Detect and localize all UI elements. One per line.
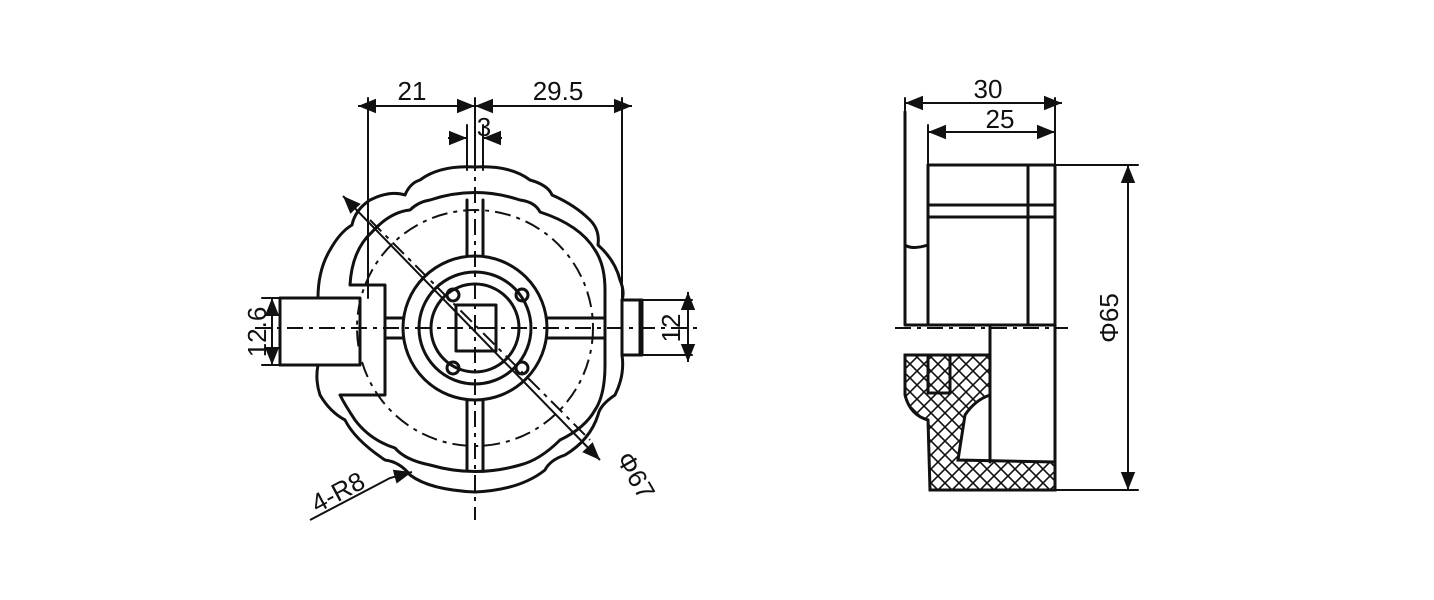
diagonal-centerline: [369, 219, 591, 441]
dim-label-12-6: 12.6: [242, 307, 272, 358]
dim-label-4-r8: 4-R8: [306, 466, 370, 519]
dim-label-3: 3: [477, 112, 491, 142]
dim-label-phi-67: Φ67: [610, 446, 661, 504]
diameter-leader: [342, 195, 601, 461]
dim-label-25: 25: [986, 104, 1015, 134]
dim-label-12: 12: [656, 314, 686, 343]
dim-label-30: 30: [974, 74, 1003, 104]
side-view: 30 25 Φ65: [895, 74, 1139, 492]
right-tab: [620, 298, 644, 357]
dim-label-phi-65: Φ65: [1094, 293, 1124, 343]
dim-label-21: 21: [398, 76, 427, 106]
left-tab: [278, 296, 362, 367]
front-view: 21 29.5 3 12.6 12 4-R8 Φ67: [242, 76, 700, 521]
knob-outer-outline: [278, 165, 642, 494]
radius-leader: [309, 469, 413, 521]
dim-label-29-5: 29.5: [533, 76, 584, 106]
side-keyway: [926, 353, 952, 395]
